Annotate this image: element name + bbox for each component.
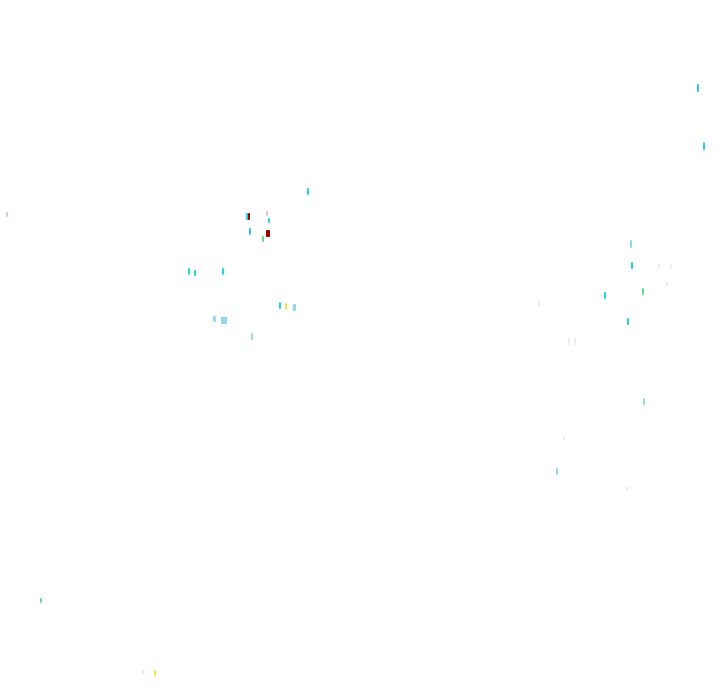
noise-speck [262,236,264,242]
noise-speck [213,316,216,322]
noise-speck [188,268,190,275]
noise-speck [574,338,576,345]
noise-speck [249,228,251,235]
noise-speck [268,218,270,223]
noise-speck [538,300,540,307]
noise-speck [221,317,227,324]
noise-speck [627,318,629,325]
noise-speck [279,302,281,309]
noise-speck [604,292,606,299]
noise-speck [626,486,628,491]
noise-speck [563,436,565,440]
noise-speck [293,304,296,311]
noise-speck [307,188,309,195]
noise-speck [703,142,705,150]
noise-speck [670,264,672,269]
noise-speck [643,398,645,405]
noise-speck [266,211,268,216]
noise-speck [248,213,250,220]
noise-speck [666,282,668,287]
noise-speck [142,670,144,674]
noise-speck [251,333,253,340]
noise-speck [630,240,632,248]
noise-speck [154,670,156,676]
noise-speck [285,303,287,310]
noise-speck [556,468,558,475]
noise-speck [40,598,42,603]
noise-speck [658,264,660,269]
noise-speck [266,230,270,237]
noise-speck [631,262,633,269]
noise-speck [246,213,249,220]
noise-speck [194,270,196,276]
noise-speck [6,212,8,217]
noise-speck [222,268,224,275]
noise-speck [697,84,699,92]
noise-speck [568,338,570,345]
noise-speck [642,288,644,295]
